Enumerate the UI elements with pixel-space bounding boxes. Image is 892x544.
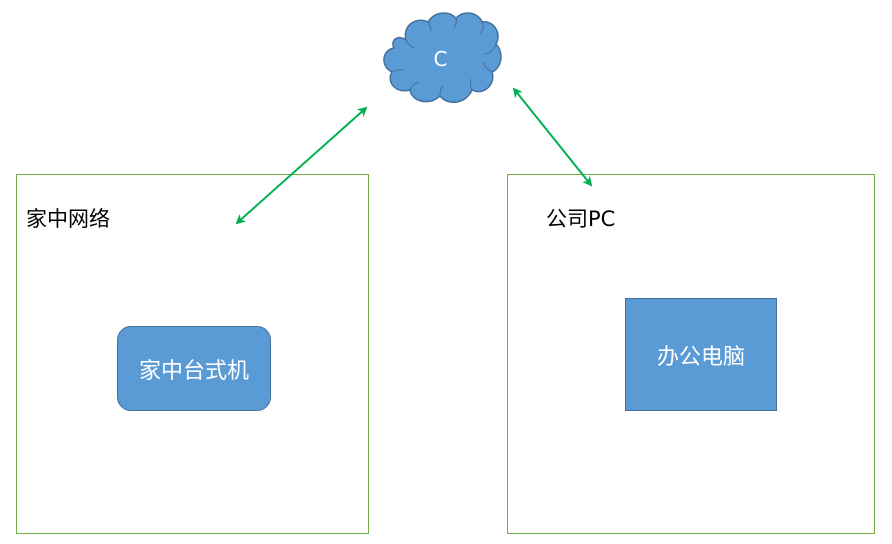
home-desktop-node: 家中台式机: [117, 326, 271, 411]
link-cloud-to-office: [512, 87, 593, 187]
cloud-icon: [383, 12, 502, 103]
home-network-label: 家中网络: [26, 207, 110, 231]
office-computer-node: 办公电脑: [625, 298, 777, 411]
office-label: 公司PC: [546, 207, 616, 231]
cloud-node: C: [378, 6, 503, 109]
cloud-label: C: [433, 46, 448, 71]
